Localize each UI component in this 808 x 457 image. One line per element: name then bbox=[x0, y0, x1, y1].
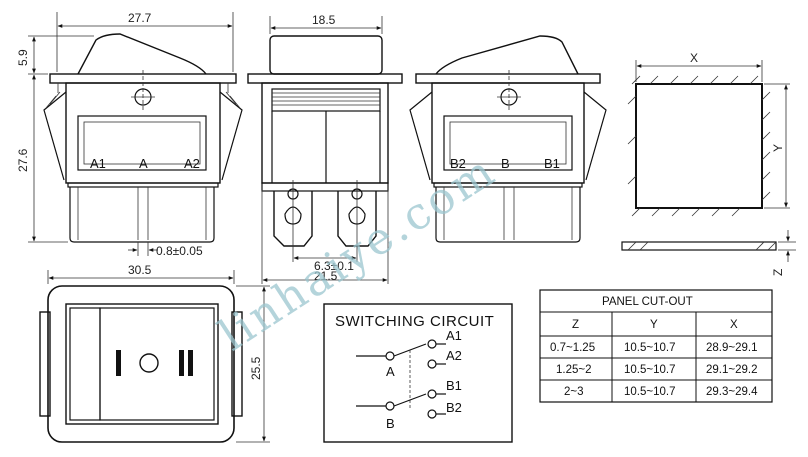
circuit-title: SWITCHING CIRCUIT bbox=[335, 313, 494, 330]
dim-front-width: 27.7 bbox=[128, 11, 152, 25]
side-view bbox=[247, 35, 403, 262]
front-view bbox=[43, 33, 243, 243]
dim-panel-y: Y bbox=[771, 144, 785, 152]
front-dimension-lines bbox=[28, 12, 234, 256]
bottom-view bbox=[39, 285, 243, 443]
table-header-z: Z bbox=[572, 319, 579, 331]
front-terminal-a: A bbox=[139, 156, 148, 171]
circuit-label-a: A bbox=[386, 364, 395, 379]
front-terminal-a2: A2 bbox=[184, 156, 200, 171]
dim-side-width: 18.5 bbox=[312, 13, 336, 27]
table-cell: 29.3~29.4 bbox=[706, 386, 758, 398]
dim-bottom-width: 30.5 bbox=[128, 263, 152, 277]
marker-bar-ii-left bbox=[179, 350, 184, 376]
dim-bottom-height: 25.5 bbox=[249, 356, 263, 380]
back-terminal-b2: B2 bbox=[450, 156, 466, 171]
side-dimension-lines bbox=[261, 16, 389, 284]
dim-top-height: 5.9 bbox=[16, 49, 30, 66]
back-terminal-b: B bbox=[501, 156, 510, 171]
table-cell: 10.5~10.7 bbox=[624, 386, 675, 398]
table-cell: 0.7~1.25 bbox=[550, 342, 595, 354]
table-cell: 29.1~29.2 bbox=[706, 364, 757, 376]
circuit-label-a2: A2 bbox=[446, 348, 462, 363]
dim-side-depth: 21.5 bbox=[314, 269, 338, 283]
circuit-label-b: B bbox=[386, 416, 395, 431]
switching-circuit bbox=[323, 303, 513, 443]
circuit-label-b2: B2 bbox=[446, 400, 462, 415]
circuit-label-a1: A1 bbox=[446, 328, 462, 343]
table-title: PANEL CUT-OUT bbox=[602, 296, 693, 308]
front-terminal-a1: A1 bbox=[90, 156, 106, 171]
dim-panel-z: Z bbox=[771, 269, 785, 276]
table-cell: 10.5~10.7 bbox=[624, 364, 675, 376]
table-cell: 10.5~10.7 bbox=[624, 342, 675, 354]
bottom-dimension-lines bbox=[47, 270, 270, 443]
dim-body-height: 27.6 bbox=[16, 148, 30, 172]
table-cell: 2~3 bbox=[564, 386, 584, 398]
back-view bbox=[409, 35, 607, 243]
table-header-y: Y bbox=[650, 319, 658, 331]
panel-cutout-table bbox=[539, 289, 773, 403]
back-terminal-b1: B1 bbox=[544, 156, 560, 171]
table-cell: 28.9~29.1 bbox=[706, 342, 757, 354]
dim-panel-x: X bbox=[690, 51, 698, 65]
lamp-indicator bbox=[139, 353, 159, 373]
dim-pin-pitch: 6.3±0.1 bbox=[314, 259, 354, 273]
table-cell: 1.25~2 bbox=[556, 364, 592, 376]
circuit-label-b1: B1 bbox=[446, 378, 462, 393]
panel-cutout-view bbox=[621, 60, 796, 262]
table-header-x: X bbox=[730, 319, 738, 331]
marker-bar-i bbox=[116, 350, 121, 376]
dim-pin-width: 0.8±0.05 bbox=[156, 244, 203, 258]
marker-bar-ii-right bbox=[188, 350, 193, 376]
